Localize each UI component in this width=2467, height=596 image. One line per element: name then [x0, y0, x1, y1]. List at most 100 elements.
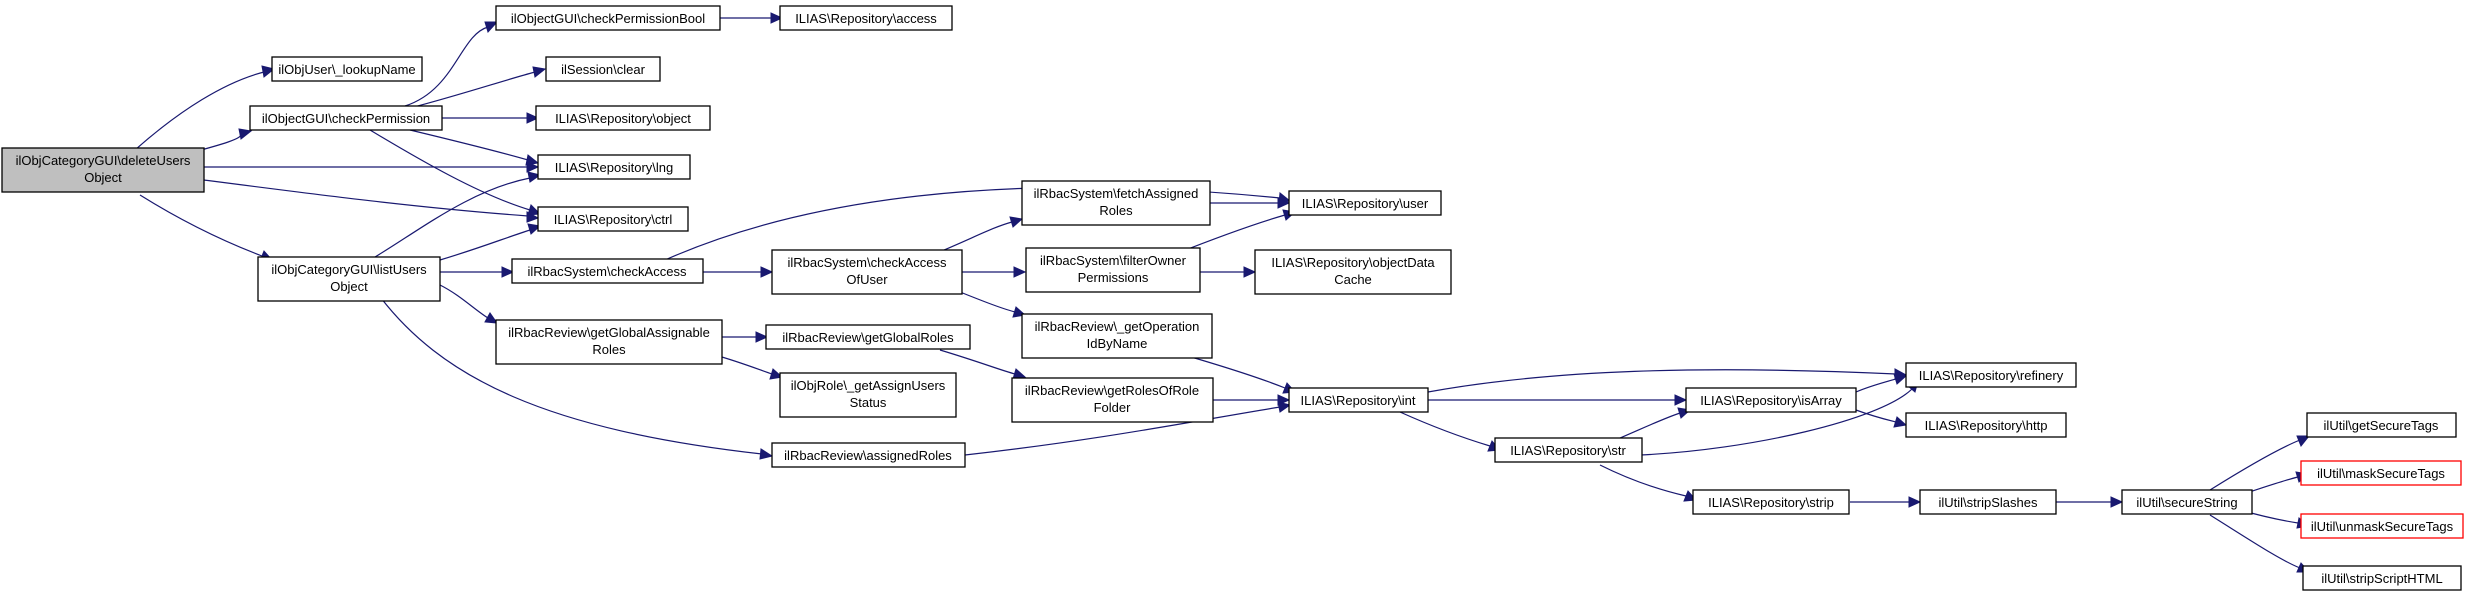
node-label-line: ilUtil\maskSecureTags [2317, 466, 2445, 481]
edge-checkpermission-ctrl [369, 129, 531, 211]
node-masksecuretags[interactable]: ilUtil\maskSecureTags [2300, 460, 2462, 486]
node-label-line: Object [330, 279, 368, 294]
edge-checkpermission-checkpermissionbool [404, 26, 489, 107]
edge-arrowhead [527, 204, 542, 216]
edge-arrowhead [238, 128, 253, 140]
edge-arrowhead [484, 21, 499, 33]
node-filterownerpermissions[interactable]: ilRbacSystem\filterOwner Permissions [1025, 247, 1201, 293]
edge-str-refinery [1639, 388, 1913, 456]
node-ctrl[interactable]: ILIAS\Repository\ctrl [537, 206, 689, 232]
node-getassignusersstatus[interactable]: ilObjRole\_getAssignUsers Status [779, 372, 957, 418]
node-rbaccheckaccess[interactable]: ilRbacSystem\checkAccess [511, 258, 704, 284]
node-label-line: ilRbacSystem\fetchAssigned [1034, 186, 1199, 201]
node-checkpermissionbool[interactable]: ilObjectGUI\checkPermissionBool [495, 5, 721, 31]
node-int[interactable]: ILIAS\Repository\int [1288, 387, 1429, 413]
node-user[interactable]: ILIAS\Repository\user [1288, 190, 1442, 216]
edge-arrowhead [527, 223, 542, 235]
edge-assignedroles-int [964, 406, 1281, 456]
node-label-line: ILIAS\Repository\str [1510, 443, 1626, 458]
edge-arrowhead [526, 112, 540, 124]
node-label-line: ilRbacReview\getGlobalRoles [782, 330, 954, 345]
node-label-line: ILIAS\Repository\object [555, 111, 691, 126]
edge-checkpermission-sessionclear [409, 71, 536, 109]
edge-root-ctrl [203, 179, 529, 217]
node-listusers[interactable]: ilObjCategoryGUI\listUsers Object [257, 256, 441, 302]
node-stripslashes[interactable]: ilUtil\stripSlashes [1919, 489, 2057, 515]
node-lookupname[interactable]: ilObjUser\_lookupName [271, 56, 423, 82]
edge-arrowhead [484, 312, 499, 324]
edge-getglobalroles-getrolesofrolefolder [939, 349, 1016, 375]
edge-arrowhead [1243, 266, 1257, 278]
node-label-line: ILIAS\Repository\objectData [1271, 255, 1435, 270]
edge-arrowhead [1674, 394, 1688, 406]
node-label-line: Status [850, 395, 887, 410]
edge-checkpermission-lng [409, 129, 529, 161]
nodes: ilObjCategoryGUI\deleteUsers Object ilOb… [1, 5, 2464, 591]
node-label-line: ilRbacReview\getRolesOfRole [1025, 383, 1199, 398]
edge-arrowhead [1009, 216, 1024, 228]
edge-arrowhead [1893, 373, 1908, 385]
edge-isarray-refinery [1855, 378, 1897, 393]
edge-arrowhead [1277, 401, 1292, 413]
node-label-line: Object [84, 170, 122, 185]
node-getglobalroles[interactable]: ilRbacReview\getGlobalRoles [765, 324, 971, 350]
edge-securestring-getsecuretags [2209, 439, 2301, 491]
node-label-line: ILIAS\Repository\refinery [1919, 368, 2064, 383]
node-stripscripthtml[interactable]: ilUtil\stripScriptHTML [2302, 565, 2462, 591]
node-label-line: ilUtil\unmaskSecureTags [2311, 519, 2454, 534]
edge-arrowhead [1908, 496, 1922, 508]
node-root[interactable]: ilObjCategoryGUI\deleteUsers Object [1, 147, 205, 193]
node-access[interactable]: ILIAS\Repository\access [779, 5, 953, 31]
node-label-line: ILIAS\Repository\strip [1708, 495, 1834, 510]
edge-arrowhead [759, 448, 774, 460]
node-label-line: ilRbacSystem\filterOwner [1040, 253, 1187, 268]
node-lng[interactable]: ILIAS\Repository\lng [537, 154, 691, 180]
node-label-line: ILIAS\Repository\ctrl [554, 212, 673, 227]
node-label-line: ilRbacReview\_getOperation [1035, 319, 1200, 334]
edge-arrowhead [2296, 435, 2311, 447]
node-label-line: Roles [592, 342, 626, 357]
edge-arrowhead [261, 65, 276, 78]
node-strip[interactable]: ILIAS\Repository\strip [1692, 489, 1850, 515]
edge-arrowhead [1893, 416, 1908, 428]
node-getsecuretags[interactable]: ilUtil\getSecureTags [2306, 412, 2457, 438]
edge-securestring-stripscripthtml [2209, 514, 2301, 569]
node-str[interactable]: ILIAS\Repository\str [1494, 437, 1643, 463]
edge-int-str [1399, 411, 1491, 447]
edge-arrowhead [1277, 197, 1291, 209]
node-refinery[interactable]: ILIAS\Repository\refinery [1905, 362, 2077, 388]
node-object[interactable]: ILIAS\Repository\object [535, 105, 711, 131]
node-label-line: ILIAS\Repository\lng [555, 160, 674, 175]
edge-arrowhead [527, 171, 542, 183]
node-checkpermission[interactable]: ilObjectGUI\checkPermission [249, 105, 443, 131]
node-label-line: ilUtil\stripScriptHTML [2321, 571, 2442, 586]
edge-arrowhead [1013, 266, 1027, 278]
node-label-line: ilObjectGUI\checkPermission [262, 111, 430, 126]
node-label-line: Folder [1094, 400, 1132, 415]
node-label-line: ILIAS\Repository\int [1301, 393, 1416, 408]
edge-listusers-lng [374, 177, 531, 258]
edge-root-lookupname [134, 71, 265, 151]
node-getrolesofrolefolder[interactable]: ilRbacReview\getRolesOfRole Folder [1011, 377, 1214, 423]
node-objectdatacache[interactable]: ILIAS\Repository\objectData Cache [1254, 249, 1452, 295]
edge-str-isarray [1619, 412, 1681, 439]
edge-arrowhead [501, 266, 515, 278]
node-getoperationidbyname[interactable]: ilRbacReview\_getOperation IdByName [1021, 313, 1213, 359]
node-label-line: ILIAS\Repository\http [1925, 418, 2048, 433]
node-isarray[interactable]: ILIAS\Repository\isArray [1685, 387, 1857, 413]
node-label-line: ilRbacReview\getGlobalAssignable [508, 325, 710, 340]
edge-arrowhead [755, 331, 769, 343]
node-checkaccessofuser[interactable]: ilRbacSystem\checkAccess OfUser [771, 249, 963, 295]
node-assignedroles[interactable]: ilRbacReview\assignedRoles [771, 442, 966, 468]
node-label-line: ILIAS\Repository\access [795, 11, 937, 26]
node-label-line: ilObjRole\_getAssignUsers [791, 378, 946, 393]
node-unmasksecuretags[interactable]: ilUtil\unmaskSecureTags [2300, 513, 2464, 539]
node-fetchassignedroles[interactable]: ilRbacSystem\fetchAssigned Roles [1021, 180, 1211, 226]
node-label-line: Permissions [1078, 270, 1149, 285]
node-sessionclear[interactable]: ilSession\clear [545, 56, 661, 82]
node-getglobalassignableroles[interactable]: ilRbacReview\getGlobalAssignable Roles [495, 319, 723, 365]
edge-getglobalassignableroles-getassignusersstatus [714, 354, 773, 375]
node-securestring[interactable]: ilUtil\secureString [2121, 489, 2253, 515]
node-http[interactable]: ILIAS\Repository\http [1905, 412, 2067, 438]
